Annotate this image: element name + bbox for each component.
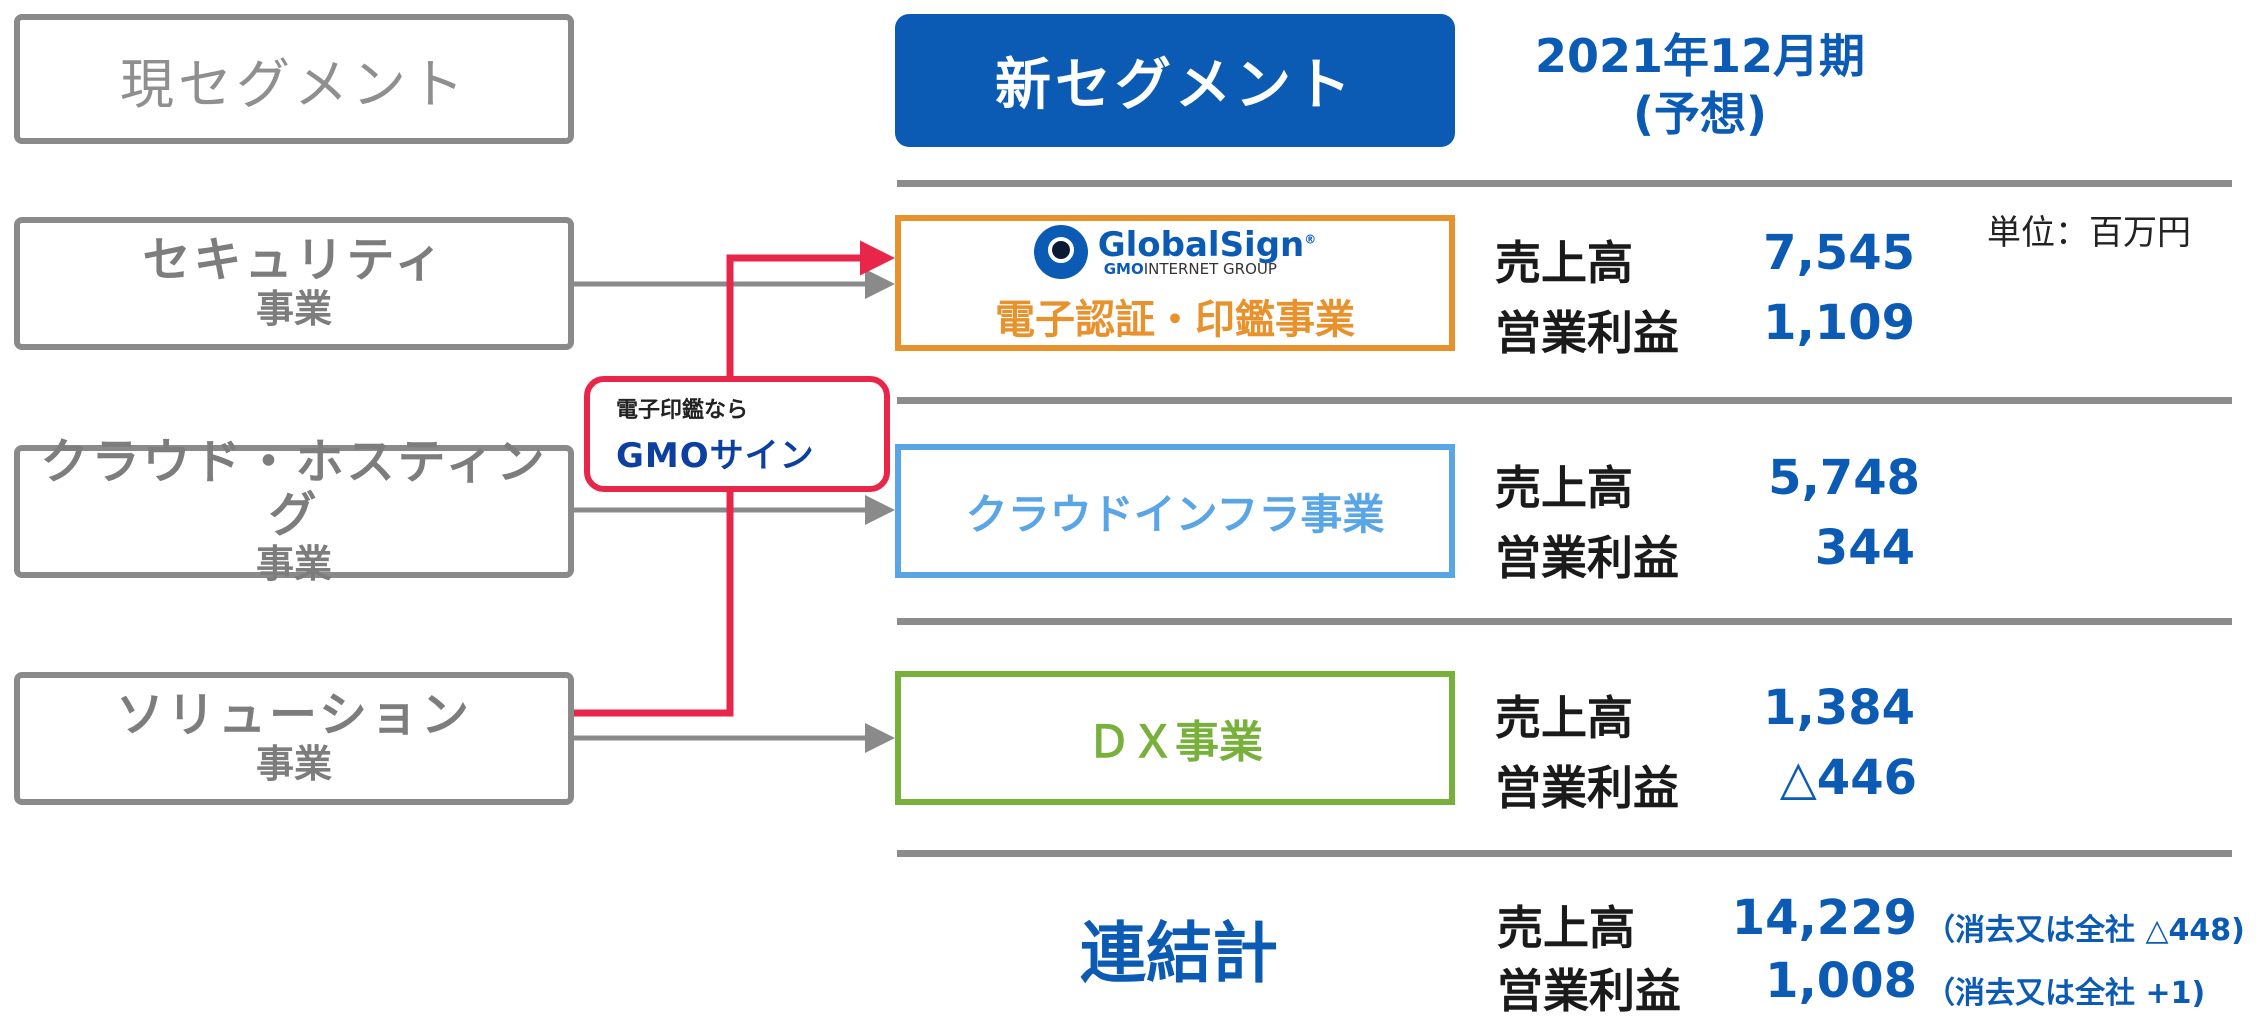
divider-2 bbox=[897, 618, 2232, 625]
new-segment-cloud-infra: クラウドインフラ事業 bbox=[895, 444, 1455, 578]
divider-top bbox=[897, 180, 2232, 187]
consolidated-profit-value: 1,008 bbox=[1765, 953, 1917, 1009]
new-segment-auth: GlobalSign® GMOINTERNET GROUP 電子認証・印鑑事業 bbox=[895, 215, 1455, 351]
cloud-sales-label: 売上高 bbox=[1495, 461, 1633, 515]
consolidated-label: 連結計 bbox=[1080, 915, 1278, 992]
unit-label: 単位：百万円 bbox=[1987, 213, 2191, 253]
new-segment-dx-name: ＤＸ事業 bbox=[1087, 717, 1263, 768]
cloud-sales-value: 5,748 bbox=[1768, 450, 1920, 506]
new-segment-header: 新セグメント bbox=[895, 14, 1455, 147]
new-segment-auth-name: 電子認証・印鑑事業 bbox=[995, 297, 1355, 343]
dx-profit-value: △446 bbox=[1779, 750, 1917, 806]
globalsign-group-gmo: GMO bbox=[1103, 259, 1144, 278]
consolidated-profit-note: （消去又は全社 +1) bbox=[1925, 976, 2206, 1011]
gmo-sign-logo-kana: サイン bbox=[709, 435, 815, 476]
cloud-profit-value: 344 bbox=[1814, 520, 1915, 576]
globalsign-eye-icon bbox=[1033, 225, 1088, 279]
period-year: 2021年12月期 bbox=[1534, 29, 1866, 83]
globalsign-name: GlobalSign bbox=[1097, 224, 1305, 265]
consolidated-profit-label: 営業利益 bbox=[1497, 964, 1681, 1018]
auth-sales-label: 売上高 bbox=[1495, 236, 1633, 290]
new-segment-header-text: 新セグメント bbox=[995, 53, 1355, 118]
divider-1 bbox=[897, 397, 2232, 404]
period-label: 2021年12月期 (予想) bbox=[1500, 28, 1900, 143]
old-segment-cloud-hosting-sub: 事業 bbox=[255, 541, 332, 586]
globalsign-group-rest: INTERNET GROUP bbox=[1143, 259, 1277, 278]
globalsign-logo: GlobalSign® GMOINTERNET GROUP bbox=[1033, 221, 1317, 283]
consolidated-sales-note: （消去又は全社 △448) bbox=[1925, 913, 2245, 948]
old-segment-solution-sub: 事業 bbox=[255, 742, 332, 787]
dx-sales-value: 1,384 bbox=[1763, 680, 1915, 736]
consolidated-sales-value: 14,229 bbox=[1731, 890, 1917, 946]
old-segment-solution-name: ソリューション bbox=[115, 687, 473, 744]
old-segment-security-sub: 事業 bbox=[255, 287, 332, 332]
old-segment-cloud-hosting: クラウド・ホスティング 事業 bbox=[14, 436, 574, 586]
divider-3 bbox=[897, 850, 2232, 857]
gmo-sign-badge: 電子印鑑なら GMOサイン bbox=[584, 376, 890, 492]
period-forecast: (予想) bbox=[1632, 86, 1768, 141]
consolidated-sales-label: 売上高 bbox=[1497, 901, 1635, 955]
globalsign-reg: ® bbox=[1304, 232, 1317, 247]
old-segment-security: セキュリティ 事業 bbox=[14, 217, 574, 350]
gmo-sign-logo-gmo: GMO bbox=[616, 435, 710, 476]
new-segment-dx: ＤＸ事業 bbox=[895, 671, 1455, 805]
gmo-sign-logo: GMOサイン bbox=[616, 428, 815, 477]
auth-profit-label: 営業利益 bbox=[1495, 306, 1679, 360]
old-segment-cloud-hosting-name: クラウド・ホスティング bbox=[40, 433, 548, 543]
current-segment-header-text: 現セグメント bbox=[120, 52, 468, 116]
auth-profit-value: 1,109 bbox=[1763, 295, 1915, 351]
old-segment-security-name: セキュリティ bbox=[142, 232, 446, 289]
dx-sales-label: 売上高 bbox=[1495, 691, 1633, 745]
current-segment-header: 現セグメント bbox=[14, 14, 574, 144]
auth-sales-value: 7,545 bbox=[1763, 225, 1915, 281]
old-segment-solution: ソリューション 事業 bbox=[14, 672, 574, 805]
dx-profit-label: 営業利益 bbox=[1495, 761, 1679, 815]
gmo-sign-tagline: 電子印鑑なら bbox=[616, 397, 749, 423]
new-segment-cloud-infra-name: クラウドインフラ事業 bbox=[965, 489, 1385, 539]
cloud-profit-label: 営業利益 bbox=[1495, 531, 1679, 585]
